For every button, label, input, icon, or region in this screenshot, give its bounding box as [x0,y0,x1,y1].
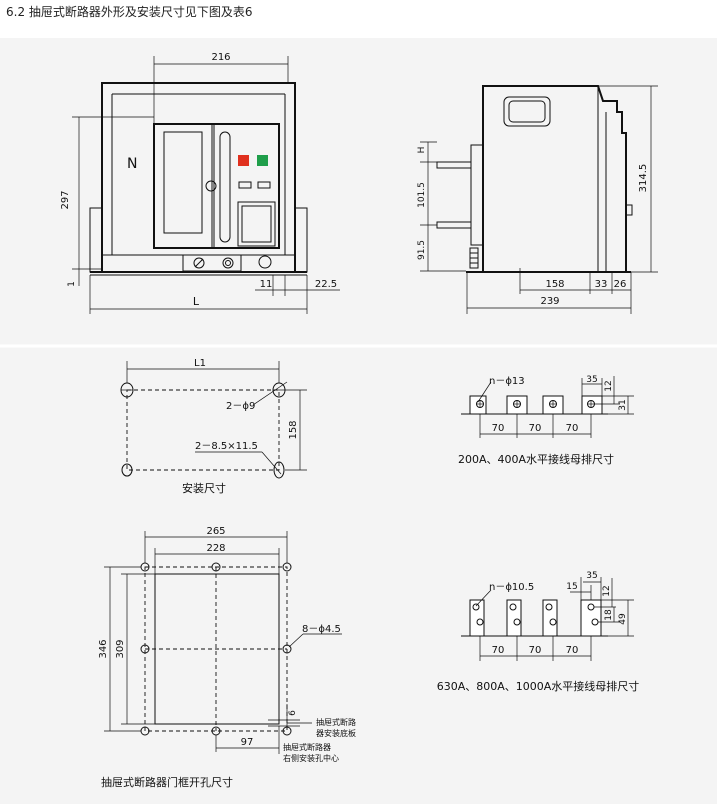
handle-window [163,131,203,234]
side-view: H 101.5 91.5 314.5 158 33 26 239 [417,85,658,314]
mounting-diagram: L1 2－ϕ9 2－8.5×11.5 158 安装尺寸 [120,358,307,495]
dim-l1: L1 [194,358,206,369]
dim-314-5: 314.5 [638,164,649,193]
dim-239: 239 [540,296,559,307]
page-heading: 6.2 抽屉式断路器外形及安装尺寸见下图及表6 [6,5,253,19]
door-cutout-diagram: 265 228 346 309 8－ϕ4.5 6 97 抽屉式断路 器安装底板 … [98,526,356,789]
busbar-large-dim-18: 18 [604,609,614,621]
front-right-flange [294,207,308,273]
busbar-hole [549,618,557,626]
dim-33: 33 [595,279,608,290]
knob-icon [205,180,217,192]
dim-22-5: 22.5 [315,279,337,290]
busbar-small-dim-35: 35 [586,375,597,385]
busbar-small-pitch: 70 [492,423,505,434]
busbar-large-dim-49: 49 [618,613,628,625]
busbar-large-dim-35: 35 [586,571,597,581]
busbar-large-diagram: n－ϕ10.5 35 15 12 18 49 70 70 70 630A、800… [437,571,640,693]
dim-297: 297 [60,190,71,209]
busbar-large-pitch: 70 [566,645,579,656]
round-hole-label: 2－ϕ9 [226,401,255,412]
busbar-hole [513,618,521,626]
dim-1: 1 [67,281,77,287]
busbar-small-hole-label: n－ϕ13 [489,376,525,387]
busbar-small-pitch: 70 [529,423,542,434]
dim-97: 97 [241,737,254,748]
side-handle [503,96,551,127]
dim-26: 26 [614,279,627,290]
busbar-hole [509,603,517,611]
dim-11: 11 [260,279,273,290]
busbar-small-pitch: 70 [566,423,579,434]
busbar-small-caption: 200A、400A水平接线母排尺寸 [458,452,614,466]
dim-265: 265 [206,526,225,537]
door-cutout-caption: 抽屉式断路器门框开孔尺寸 [101,775,233,789]
dim-6: 6 [288,710,298,716]
busbar-large-dim-15: 15 [566,582,577,592]
busbar-large-caption: 630A、800A、1000A水平接线母排尺寸 [437,679,640,693]
breaker-body [153,123,280,249]
door-hole [140,644,150,654]
dim-216: 216 [211,52,230,63]
busbar-large-hole-label: n－ϕ10.5 [489,582,534,593]
dim-158-side: 158 [545,279,564,290]
dim-228: 228 [206,543,225,554]
position-indicator-icon [258,255,272,269]
note-base-line-1: 抽屉式断路 [316,717,356,727]
dim-91-5: 91.5 [417,240,427,260]
mount-hole-bl [121,463,133,477]
busbar-large-dim-12: 12 [602,585,612,596]
note-base-line-2: 器安装底板 [316,728,356,738]
front-outer-frame [101,82,296,273]
busbar-large-pitch: 70 [529,645,542,656]
n-pole-label: N [127,156,137,172]
dim-309: 309 [115,639,126,658]
door-hole-label: 8－ϕ4.5 [302,624,341,635]
busbar-small-dim-12: 12 [604,380,614,391]
rack-panel [182,254,242,272]
busbar-hole [476,618,484,626]
busbar-small-diagram: n－ϕ13 35 12 31 70 70 70 200A、400A水平接线母排尺… [458,375,634,466]
dim-346: 346 [98,639,109,658]
trip-unit [237,201,276,247]
busbar-large-pitch: 70 [492,645,505,656]
busbar-hole [472,603,480,611]
upper-terminal [436,161,472,169]
front-left-flange [89,207,103,273]
busbar-hole [545,603,553,611]
note-hole-line-1: 抽屉式断路器 [283,742,331,752]
rack-screw-icon [193,257,205,269]
lower-terminal [436,221,472,229]
note-hole-line-2: 右侧安装孔中心 [283,753,339,763]
red-indicator [238,155,249,166]
door-hole [282,644,292,654]
slot-hole-label: 2－8.5×11.5 [195,441,258,452]
door-hole [211,562,221,572]
door-hole [282,726,292,736]
operating-handle [219,131,231,243]
lock-icon [222,257,234,269]
mount-hole-br [273,461,285,479]
front-view: N 216 297 1 11 22.5 L [60,52,340,314]
mounting-caption: 安装尺寸 [182,481,226,495]
busbar-small-dim-31: 31 [618,399,628,410]
dim-158-mount: 158 [288,420,299,439]
dim-l: L [193,295,200,308]
green-indicator [257,155,268,166]
dim-101-5: 101.5 [417,182,427,208]
dim-h: H [417,147,427,154]
